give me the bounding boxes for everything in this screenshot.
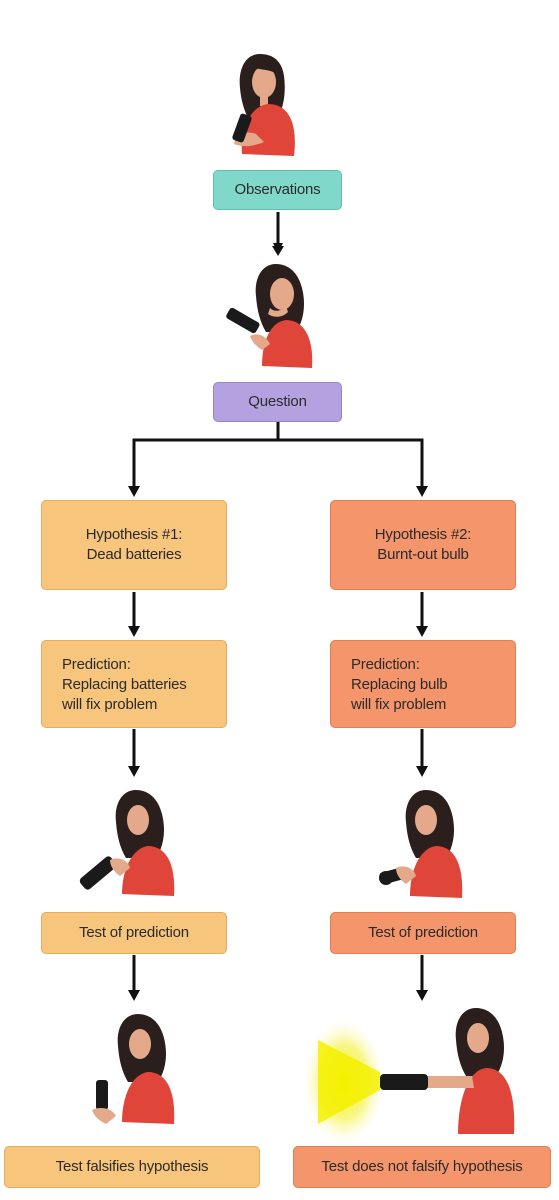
woman-replacing-bulb-illustration <box>379 790 463 898</box>
arrowhead <box>416 766 428 777</box>
test-2-box: Test of prediction <box>330 912 516 954</box>
woman-observing-illustration <box>232 54 295 156</box>
observations-box: Observations <box>213 170 342 210</box>
woman-falsified-illustration <box>92 1014 175 1124</box>
result-1-label: Test falsifies hypothesis <box>55 1158 209 1175</box>
branch-connector-right <box>278 438 424 488</box>
arrowhead <box>416 486 428 497</box>
result-1-box: Test falsifies hypothesis <box>4 1146 260 1188</box>
hypothesis-2-label: Hypothesis #2: Burnt-out bulb <box>374 526 472 563</box>
arrowheads <box>128 246 428 1001</box>
arrowhead <box>416 990 428 1001</box>
result-2-label: Test does not falsify hypothesis <box>321 1158 523 1175</box>
test-1-label: Test of prediction <box>79 924 189 941</box>
question-box: Question <box>213 382 342 422</box>
hypothesis-1-label: Hypothesis #1: Dead batteries <box>85 526 183 563</box>
hypothesis-1-box: Hypothesis #1: Dead batteries <box>41 500 227 590</box>
hypothesis-2-box: Hypothesis #2: Burnt-out bulb <box>330 500 516 590</box>
test-1-box: Test of prediction <box>41 912 227 954</box>
flashlight-beam <box>304 1020 384 1144</box>
arrowhead <box>128 766 140 777</box>
woman-questioning-illustration <box>226 264 313 368</box>
woman-flashlight-working-illustration <box>380 1008 515 1134</box>
branch-connector <box>132 422 280 488</box>
prediction-2-box: Prediction: Replacing bulb will fix prob… <box>330 640 516 728</box>
arrowhead <box>128 990 140 1001</box>
result-2-box: Test does not falsify hypothesis <box>293 1146 551 1188</box>
arrowhead <box>416 626 428 637</box>
arrowhead <box>272 246 284 256</box>
prediction-1-box: Prediction: Replacing batteries will fix… <box>41 640 227 728</box>
arrowhead <box>128 626 140 637</box>
woman-replacing-batteries-illustration <box>79 790 175 896</box>
test-2-label: Test of prediction <box>368 924 478 941</box>
prediction-1-label: Prediction: Replacing batteries will fix… <box>62 656 187 713</box>
question-label: Question <box>248 393 307 410</box>
arrowhead <box>128 486 140 497</box>
prediction-2-label: Prediction: Replacing bulb will fix prob… <box>351 656 448 713</box>
connectors <box>132 212 424 992</box>
observations-label: Observations <box>234 181 321 198</box>
